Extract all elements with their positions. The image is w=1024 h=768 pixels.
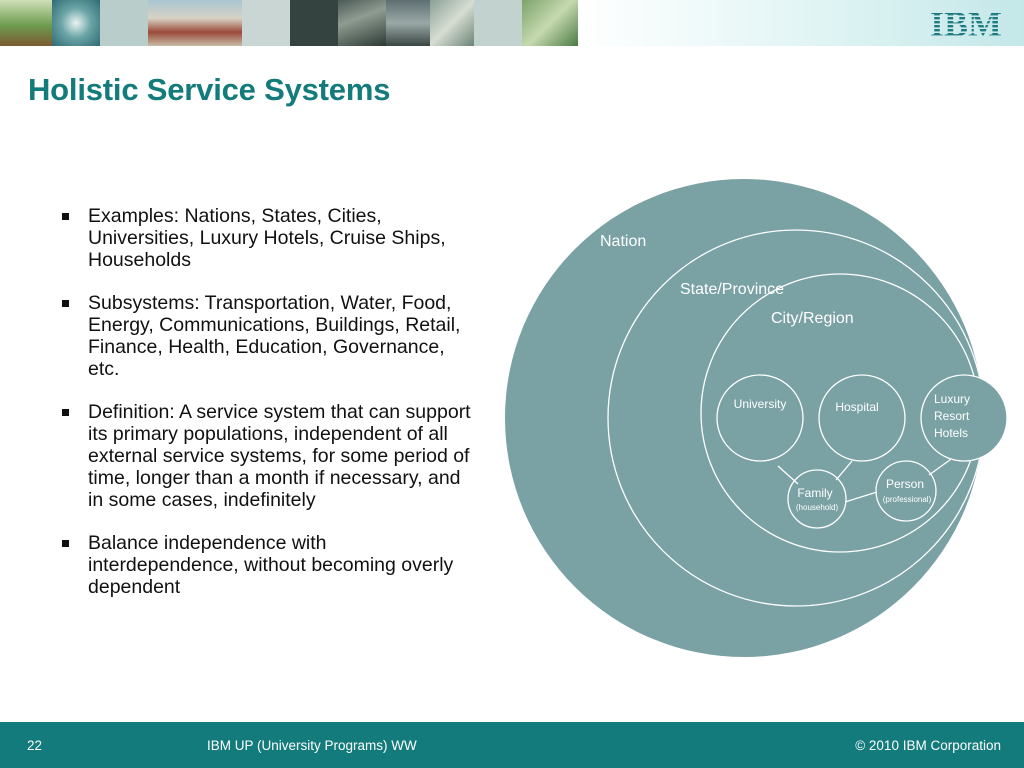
family-circle bbox=[787, 469, 847, 529]
bullet-marker bbox=[62, 540, 69, 547]
bullet-text: Subsystems: Transportation, Water, Food,… bbox=[88, 292, 461, 380]
bullet-item: Subsystems: Transportation, Water, Food,… bbox=[60, 292, 480, 380]
nation-circle bbox=[505, 179, 983, 657]
bullet-item: Examples: Nations, States, Cities, Unive… bbox=[60, 205, 480, 271]
dark-photo bbox=[290, 0, 338, 46]
blank-photo bbox=[242, 0, 290, 46]
state-label: State/Province bbox=[680, 281, 784, 298]
person-sublabel: (professional) bbox=[883, 495, 932, 504]
luxury-label-line3: Hotels bbox=[934, 426, 968, 440]
person-label: Person bbox=[886, 477, 924, 491]
blank-photo bbox=[100, 0, 148, 46]
tree-photo bbox=[0, 0, 52, 46]
family-sublabel: (household) bbox=[796, 503, 839, 512]
bullet-text: Balance independence with interdependenc… bbox=[88, 532, 454, 598]
family-label: Family bbox=[797, 486, 832, 500]
building-photo bbox=[148, 0, 242, 46]
hospital-label: Hospital bbox=[835, 400, 878, 414]
road-photo bbox=[386, 0, 430, 46]
brand-gradient-strip bbox=[578, 0, 1024, 46]
holistic-systems-diagram: Nation State/Province City/Region Univer… bbox=[505, 179, 1008, 657]
footer-program: IBM UP (University Programs) WW bbox=[207, 738, 417, 753]
university-circle bbox=[716, 374, 804, 462]
bullet-marker bbox=[62, 409, 69, 416]
bullet-list: Examples: Nations, States, Cities, Unive… bbox=[60, 205, 480, 619]
bullet-item: Balance independence with interdependenc… bbox=[60, 532, 480, 598]
bullet-item: Definition: A service system that can su… bbox=[60, 401, 480, 511]
luxury-label-line2: Resort bbox=[934, 409, 970, 423]
svg-text:IBM: IBM bbox=[930, 5, 1002, 41]
ibm-logo: IBM bbox=[930, 5, 1002, 41]
hospital-circle bbox=[818, 374, 906, 462]
page-title: Holistic Service Systems bbox=[28, 72, 391, 107]
globe-photo bbox=[52, 0, 100, 46]
blank-photo bbox=[474, 0, 522, 46]
luxury-label-line1: Luxury bbox=[934, 392, 970, 406]
connector-line bbox=[928, 456, 955, 476]
connector-line bbox=[844, 491, 878, 503]
bullet-marker bbox=[62, 213, 69, 220]
bullet-text: Examples: Nations, States, Cities, Unive… bbox=[88, 205, 446, 271]
map-photo bbox=[430, 0, 474, 46]
footer-copyright: © 2010 IBM Corporation bbox=[855, 738, 1001, 753]
bullet-marker bbox=[62, 300, 69, 307]
state-circle bbox=[607, 229, 983, 607]
header-banner: IBM bbox=[0, 0, 1024, 46]
connector-line bbox=[835, 460, 853, 481]
footer-bar: 22 IBM UP (University Programs) WW © 201… bbox=[0, 722, 1024, 768]
bullet-text: Definition: A service system that can su… bbox=[88, 401, 471, 511]
city-label: City/Region bbox=[771, 310, 854, 327]
luxury-hotels-circle bbox=[920, 374, 1008, 462]
page-number: 22 bbox=[27, 738, 43, 753]
person-circle bbox=[875, 460, 937, 522]
university-label: University bbox=[734, 397, 787, 411]
city-photo bbox=[338, 0, 386, 46]
nation-label: Nation bbox=[600, 233, 646, 250]
plants-photo bbox=[522, 0, 578, 46]
